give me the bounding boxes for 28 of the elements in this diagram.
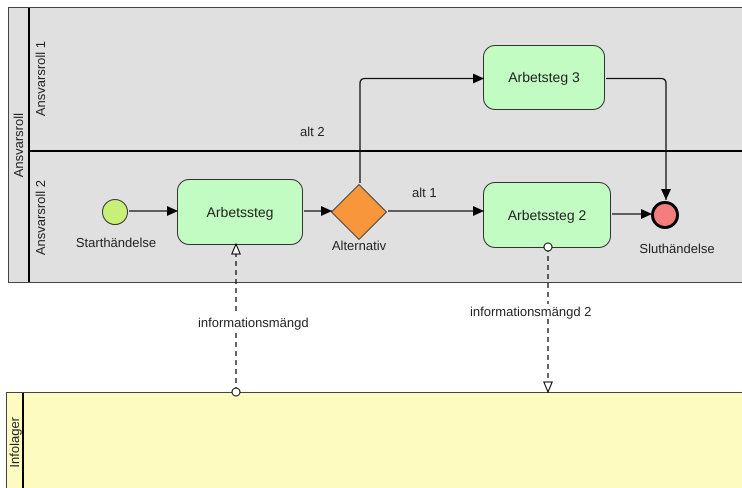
- lane-label: Ansvarsroll 2: [33, 180, 49, 256]
- task-box: [483, 45, 605, 110]
- arrow: [388, 206, 484, 216]
- task-box: [483, 182, 611, 248]
- lane-label: Ansvarsroll 1: [33, 40, 49, 116]
- arrow: [606, 78, 671, 200]
- dashed-arrow: [231, 244, 241, 396]
- task-label: Arbetssteg 2: [508, 206, 586, 225]
- arrow: [359, 74, 484, 183]
- decision-diamond: [331, 184, 387, 240]
- pool-label: Infolager: [6, 416, 22, 468]
- pool-label: Ansvarsroll: [10, 112, 26, 178]
- edge-label: alt 1: [410, 185, 439, 200]
- arrow: [304, 206, 332, 216]
- arrow: [129, 206, 178, 216]
- task-label: Arbetssteg: [206, 202, 274, 222]
- arrow: [612, 209, 652, 219]
- edge-label: informationsmängd 2: [468, 304, 594, 319]
- dashed-arrow: [543, 242, 553, 392]
- edge-label: informationsmängd: [196, 315, 311, 330]
- data-store-pool: [6, 392, 742, 488]
- edge-label: alt 2: [298, 124, 327, 139]
- pool: [8, 7, 742, 283]
- task-box: [177, 179, 303, 245]
- event-label: Sluthändelse: [639, 241, 715, 256]
- event-label: Starthändelse: [76, 235, 156, 250]
- task-label: Arbetsteg 3: [508, 68, 580, 87]
- event-label: Alternativ: [332, 238, 386, 253]
